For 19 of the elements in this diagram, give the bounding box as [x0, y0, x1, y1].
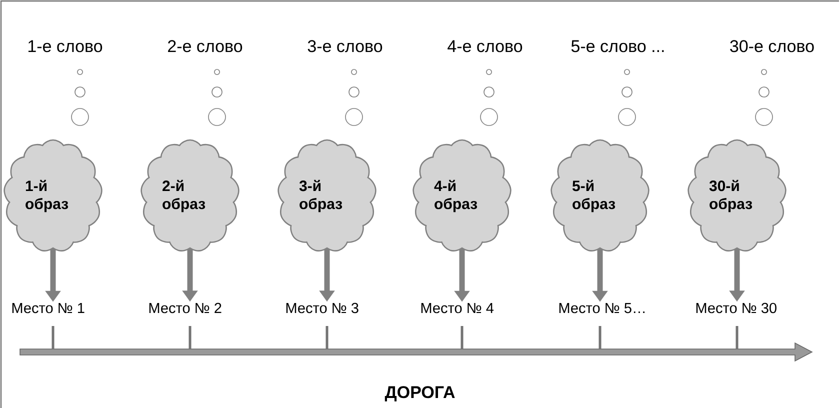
word-label: 5-е слово ... [571, 40, 664, 52]
cloud: 2-й образ [140, 139, 240, 252]
place-label: Место № 4 [421, 303, 494, 314]
place-label: Место № 30 [696, 302, 776, 314]
place-label: Место № 5… [559, 303, 644, 314]
cloud: 1-й образ [4, 139, 102, 252]
cloud: 5-й образ [550, 139, 650, 252]
cloud: 30-й образ [688, 139, 786, 252]
place-label: Место № 2 [149, 302, 222, 314]
cloud: 4-й образ [412, 139, 512, 252]
place-label: Место № 1 [12, 303, 84, 314]
word-label: 1-е слово [28, 40, 102, 52]
word-label: 30-е слово [730, 40, 814, 52]
cloud: 3-й образ [278, 139, 376, 252]
word-label: 4-е слово [448, 40, 522, 52]
word-label: 3-е слово [308, 40, 382, 52]
place-label: Место № 3 [286, 302, 358, 314]
word-label: 2-е слово [168, 40, 242, 52]
road-label: ДОРОГА [384, 386, 455, 402]
